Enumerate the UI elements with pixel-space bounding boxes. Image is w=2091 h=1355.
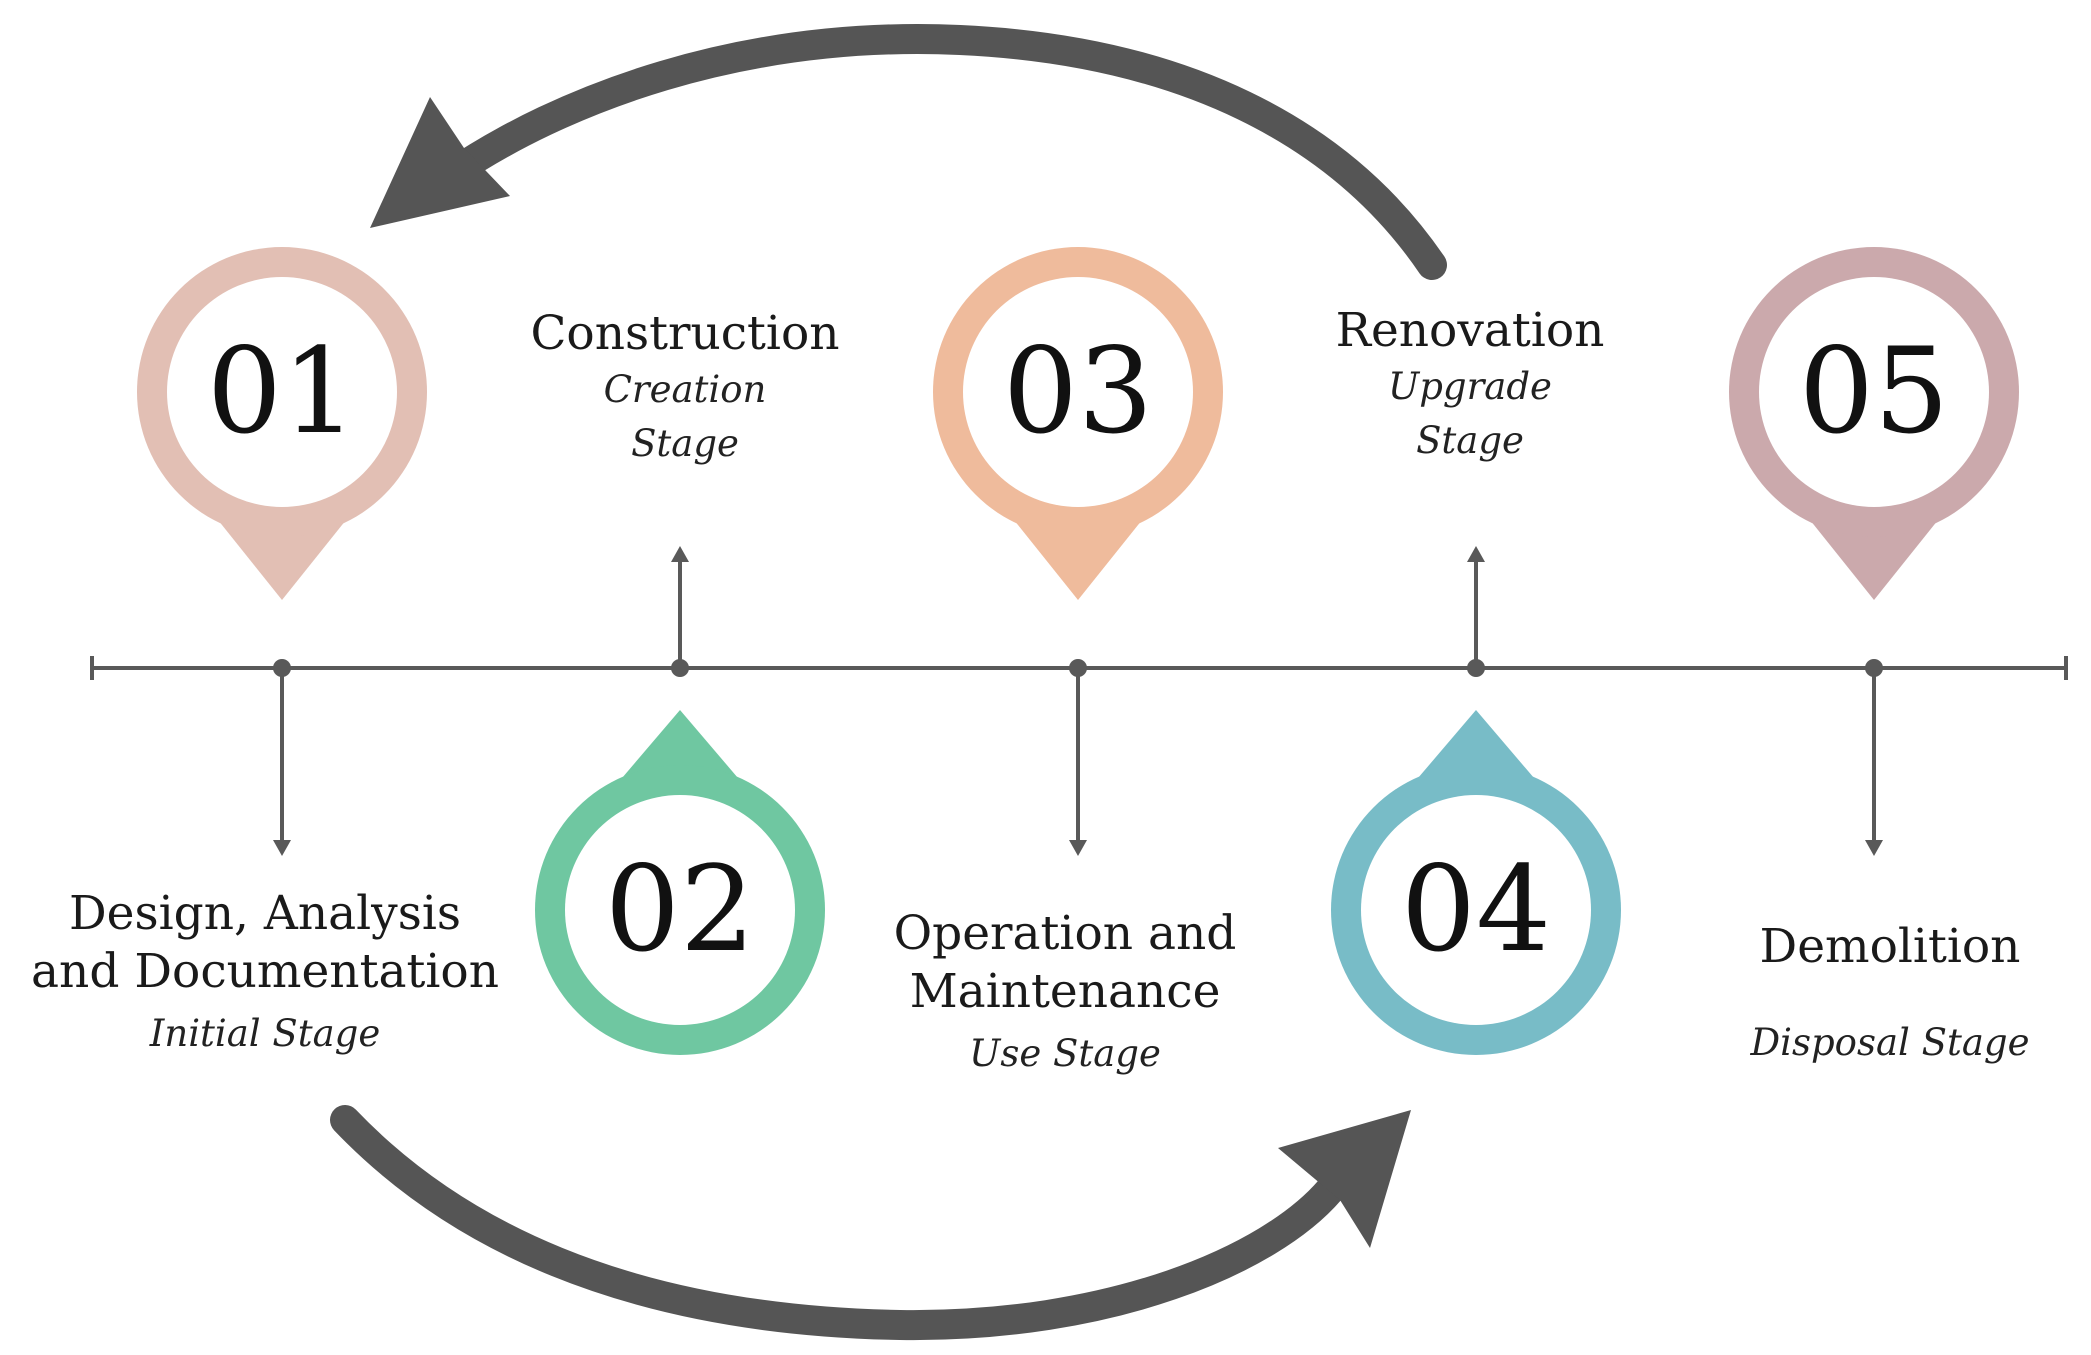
stage-marker-03: 03 (933, 247, 1223, 600)
stage-02-subtitle-line2: Stage (631, 422, 739, 465)
cycle-arrow-upper-head-icon (370, 97, 510, 228)
stage-04-subtitle-line2: Stage (1416, 419, 1524, 462)
stage-04-label: Renovation Upgrade Stage (1285, 302, 1655, 468)
stage-number-04: 04 (1401, 840, 1551, 978)
pin-face-icon (1759, 277, 1989, 507)
stage-marker-05: 05 (1729, 247, 2019, 600)
stage-number-02: 02 (605, 840, 755, 978)
connector-02 (671, 546, 689, 677)
connector-03 (1069, 659, 1087, 856)
connector-arrow-icon (273, 840, 291, 856)
connector-arrow-icon (1467, 546, 1485, 562)
stage-03-label: Operation and Maintenance Use Stage (860, 905, 1270, 1081)
stage-number-03: 03 (1003, 322, 1153, 460)
connector-05 (1865, 659, 1883, 856)
connector-arrow-icon (1865, 840, 1883, 856)
connector-01 (273, 659, 291, 856)
stage-04-subtitle-line1: Upgrade (1388, 365, 1552, 408)
connector-04 (1467, 546, 1485, 677)
stage-01-label: Design, Analysis and Documentation Initi… (10, 885, 520, 1061)
stage-05-label: Demolition Disposal Stage (1690, 918, 2090, 1070)
stage-02-title: Construction (530, 306, 840, 361)
stage-number-01: 01 (207, 322, 357, 460)
pin-face-icon (565, 795, 795, 1025)
connector-arrow-icon (671, 546, 689, 562)
stage-number-05: 05 (1799, 322, 1949, 460)
stage-03-subtitle: Use Stage (969, 1032, 1161, 1075)
stage-02-subtitle-line1: Creation (603, 368, 767, 411)
stage-marker-01: 01 (137, 247, 427, 600)
stage-02-label: Construction Creation Stage (490, 305, 880, 471)
stage-01-title-line1: Design, Analysis (69, 886, 461, 941)
pin-face-icon (167, 277, 397, 507)
stage-03-title-line2: Maintenance (909, 964, 1221, 1019)
stage-01-subtitle: Initial Stage (149, 1012, 381, 1055)
stage-01-title-line2: and Documentation (31, 944, 499, 999)
stage-03-title-line1: Operation and (893, 906, 1237, 961)
markers: 01 02 03 04 05 (137, 247, 2019, 1055)
pin-face-icon (963, 277, 1193, 507)
cycle-arrow-upper-icon (435, 24, 1447, 280)
stage-04-title: Renovation (1335, 303, 1605, 358)
connector-arrow-icon (1069, 840, 1087, 856)
cycle-arrow-lower-head-icon (1278, 1110, 1411, 1248)
cycle-arrow-lower-icon (330, 1105, 1345, 1341)
stage-marker-02: 02 (535, 710, 825, 1055)
pin-face-icon (1361, 795, 1591, 1025)
stage-marker-04: 04 (1331, 710, 1621, 1055)
connectors (273, 546, 1883, 856)
stage-05-title: Demolition (1759, 919, 2021, 974)
stage-05-subtitle: Disposal Stage (1750, 1021, 2030, 1064)
